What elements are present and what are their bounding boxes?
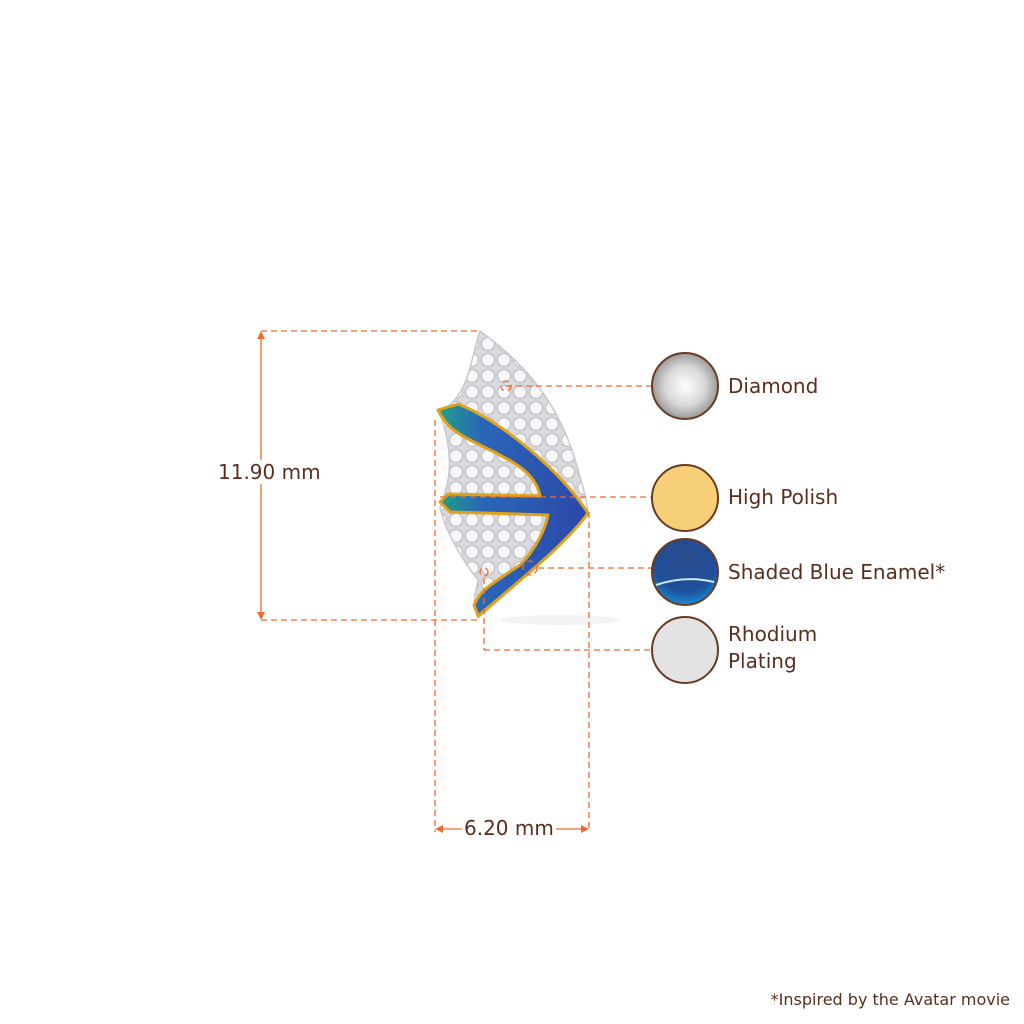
footnote: *Inspired by the Avatar movie [770,990,1010,1009]
earring-image [436,329,620,625]
material-label-high-polish: High Polish [728,485,839,509]
material-label-rhodium: Rhodium Plating [728,622,818,673]
height-dimension-label: 11.90 mm [216,460,323,484]
rhodium-swatch [651,616,719,684]
enamel-highlight [655,578,715,586]
high-polish-swatch [651,464,719,532]
dimension-arrows [257,331,589,833]
material-label-blue-enamel: Shaded Blue Enamel* [728,560,946,584]
width-dimension-label: 6.20 mm [462,816,556,840]
diamond-swatch [651,352,719,420]
blue-enamel-swatch [651,538,719,606]
material-label-diamond: Diamond [728,374,819,398]
